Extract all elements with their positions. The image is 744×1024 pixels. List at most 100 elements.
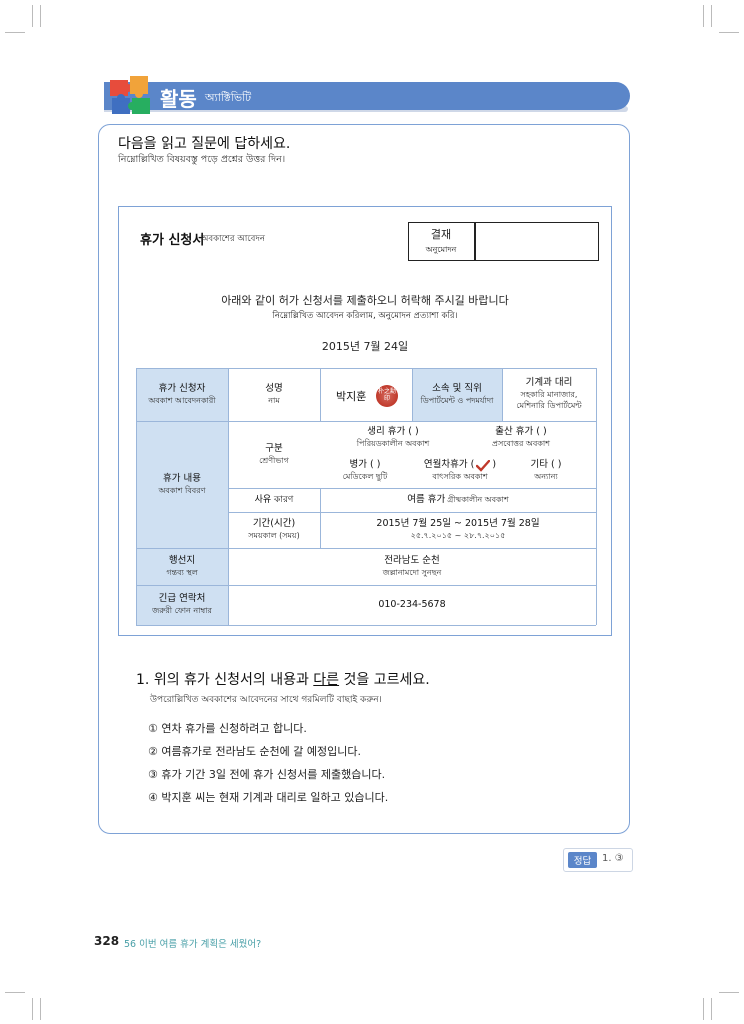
option-3[interactable]: ③ 휴가 기간 3일 전에 휴가 신청서를 제출했습니다. <box>148 768 386 781</box>
crop-mark <box>32 998 33 1020</box>
crop-mark <box>711 5 712 27</box>
crop-mark <box>5 992 25 993</box>
name-seal: 朴之勳印 <box>376 385 398 407</box>
crop-mark <box>40 5 41 27</box>
page-number: 328 <box>94 934 120 948</box>
type-maternity-bn: প্রসবোত্তর অবকাশ <box>492 439 550 448</box>
table-border <box>136 548 596 549</box>
type-other-label: 기타 ( ) <box>530 459 562 471</box>
checkmark-icon <box>476 459 491 472</box>
table-border <box>596 368 597 625</box>
type-annual-bn: বাৎসরিক অবকাশ <box>432 472 488 481</box>
question-underlined: 다른 <box>313 672 340 688</box>
section-subtitle: অ্যাক্টিভিটি <box>205 91 252 104</box>
type-annual-row: 연월차휴가 ( ) <box>424 459 496 472</box>
form-title: 휴가 신청서 <box>140 233 205 248</box>
content-header: 휴가 내용 অবকাশ বিবরণ <box>136 421 228 548</box>
table-border <box>228 488 596 489</box>
question-text-b: 것을 고르세요. <box>343 672 430 688</box>
period-value: 2015년 7월 25일 ~ 2015년 7월 28일 <box>376 518 540 530</box>
option-2[interactable]: ② 여름휴가로 전라남도 순천에 갈 예정입니다. <box>148 745 361 758</box>
table-border <box>136 368 596 369</box>
approval-label: 결재 <box>430 228 452 241</box>
destination-label: 행선지 <box>168 554 196 566</box>
type-sick-label: 병가 ( ) <box>349 459 381 471</box>
question-number: 1. <box>136 672 150 688</box>
type-menstrual: 생리 휴가 ( ) পিরিয়ডকালীন অবকাশ <box>328 423 458 453</box>
table-border <box>136 368 137 625</box>
instruction-bn: নিম্নোল্লিখিত বিষয়বস্তু পড়ে প্রশ্নের উ… <box>118 154 286 165</box>
application-date: 2015년 7월 24일 <box>321 340 409 353</box>
crop-mark <box>711 998 712 1020</box>
applicant-header: 휴가 신청자 অবকাশ আবেদনকারী <box>136 368 228 421</box>
crop-mark <box>703 5 704 27</box>
type-menstrual-bn: পিরিয়ডকালীন অবকাশ <box>356 439 430 448</box>
type-label-bn: শ্রেণীভাগ <box>259 455 289 465</box>
destination-value: 전라남도 순천 <box>384 554 440 566</box>
content-label-bn: অবকাশ বিবরণ <box>158 485 206 495</box>
request-text-bn: নিম্নোল্লিখিত আবেদন করিলাম, অনুমোদন প্রত… <box>272 311 458 321</box>
table-border <box>320 368 321 421</box>
contact-label: 긴급 연락처 <box>158 593 206 605</box>
name-label-cell: 성명 নাম <box>228 368 320 421</box>
type-annual: 연월차휴가 ( ) বাৎসরিক অবকাশ <box>410 456 510 486</box>
reason-label-cell: 사유 কারণ <box>228 488 320 512</box>
type-other: 기타 ( ) অন্যান্য <box>508 456 584 486</box>
type-annual-close: ) <box>492 459 497 471</box>
type-annual-label: 연월차휴가 ( <box>423 459 475 471</box>
type-sick: 병가 ( ) মেডিকেল ছুটি <box>322 456 408 486</box>
applicant-label: 휴가 신청자 <box>158 382 206 394</box>
option-4[interactable]: ④ 박지훈 씨는 현재 기계과 대리로 일하고 있습니다. <box>148 791 389 804</box>
contact-label-bn: জরুরী ফোন নাম্বার <box>152 606 212 615</box>
reason-value-cell: 여름 휴가 গ্রীষ্মকালীন অবকাশ <box>320 488 596 512</box>
option-1[interactable]: ① 연차 휴가를 신청하려고 합니다. <box>148 722 307 735</box>
type-sick-bn: মেডিকেল ছুটি <box>342 472 388 481</box>
chapter-title: 56 이번 여름 휴가 계획은 세웠어? <box>124 939 262 950</box>
dept-value: 기계과 대리 <box>525 377 573 389</box>
table-border <box>320 488 321 548</box>
dept-label-bn: ডিপার্টমেন্ট ও পদমর্যাদা <box>420 395 494 405</box>
answer-badge: 정답 <box>568 852 597 868</box>
type-other-bn: অন্যান্য <box>534 472 558 481</box>
crop-mark <box>32 5 33 27</box>
answer-value: 1. ③ <box>602 853 624 864</box>
crop-mark <box>703 998 704 1020</box>
period-label: 기간(시간) <box>252 518 296 530</box>
crop-mark <box>719 992 739 993</box>
dept-label: 소속 및 직위 <box>432 382 482 394</box>
reason-value-bn: গ্রীষ্মকালীন অবকাশ <box>447 494 509 504</box>
form-title-bn: অবকাশের আবেদন <box>201 234 265 244</box>
approval-divider <box>474 222 476 261</box>
name-label-bn: নাম <box>268 395 280 405</box>
question-text-a: 위의 휴가 신청서의 내용과 <box>153 672 309 688</box>
crop-mark <box>719 32 739 33</box>
destination-header: 행선지 গন্তব্য স্থল <box>136 548 228 585</box>
dept-value-cell: 기계과 대리 সহকারি মানাজার, মেশিনারি ডিপার্টম… <box>502 368 596 421</box>
period-value-bn: ২৫.৭.২০১৫ ~ ২৮.৭.২০১৫ <box>410 531 506 540</box>
table-border <box>136 585 596 586</box>
type-maternity: 출산 휴가 ( ) প্রসবোত্তর অবকাশ <box>456 423 586 453</box>
type-maternity-label: 출산 휴가 ( ) <box>495 426 547 438</box>
destination-value-cell: 전라남도 순천 জল্লানামদো সুনছন <box>228 548 596 585</box>
reason-value: 여름 휴가 <box>407 493 446 505</box>
applicant-label-bn: অবকাশ আবেদনকারী <box>148 395 216 405</box>
table-border <box>228 368 229 625</box>
contact-value-cell: 010-234-5678 <box>228 585 596 625</box>
crop-mark <box>5 32 25 33</box>
table-border <box>502 368 503 421</box>
name-label: 성명 <box>265 382 283 394</box>
activity-box <box>98 124 630 834</box>
type-label: 구분 <box>265 442 283 454</box>
dept-value-bn: সহকারি মানাজার, মেশিনারি ডিপার্টমেন্ট <box>516 390 582 410</box>
puzzle-icon <box>110 76 150 114</box>
approval-box <box>408 222 599 261</box>
question-text-bn: উপরোল্লিখিত অবকাশের আবেদনের সাথে গরমিলটি… <box>150 695 382 705</box>
period-label-bn: সময়কাল (সময়) <box>248 531 300 540</box>
period-label-cell: 기간(시간) সময়কাল (সময়) <box>228 512 320 548</box>
section-title: 활동 <box>160 87 197 111</box>
instruction-ko: 다음을 읽고 질문에 답하세요. <box>118 136 291 152</box>
dept-header: 소속 및 직위 ডিপার্টমেন্ট ও পদমর্যাদা <box>412 368 502 421</box>
type-label-cell: 구분 শ্রেণীভাগ <box>228 421 320 488</box>
answer-box <box>563 848 633 872</box>
approval-label-bn: অনুমোদন <box>425 245 457 254</box>
